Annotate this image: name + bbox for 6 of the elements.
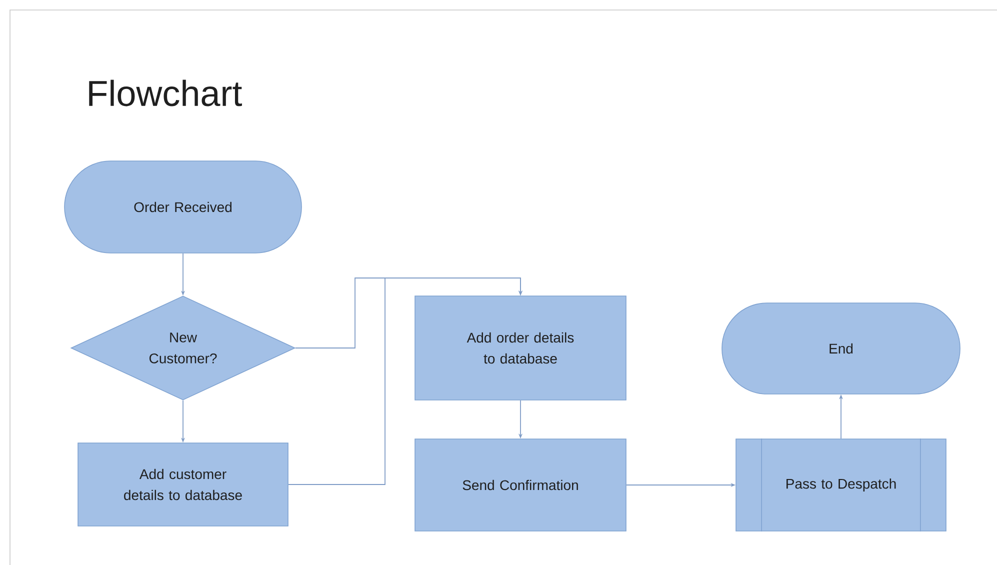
title: Flowchart — [89, 80, 242, 106]
process-box: Send Confirmation — [414, 438, 626, 532]
subprocess-box: Pass to Despatch — [736, 438, 946, 532]
connector-arrow — [288, 278, 523, 485]
process-box: Add customer details to database — [78, 442, 288, 526]
process-box: Add order details to database — [414, 296, 626, 400]
